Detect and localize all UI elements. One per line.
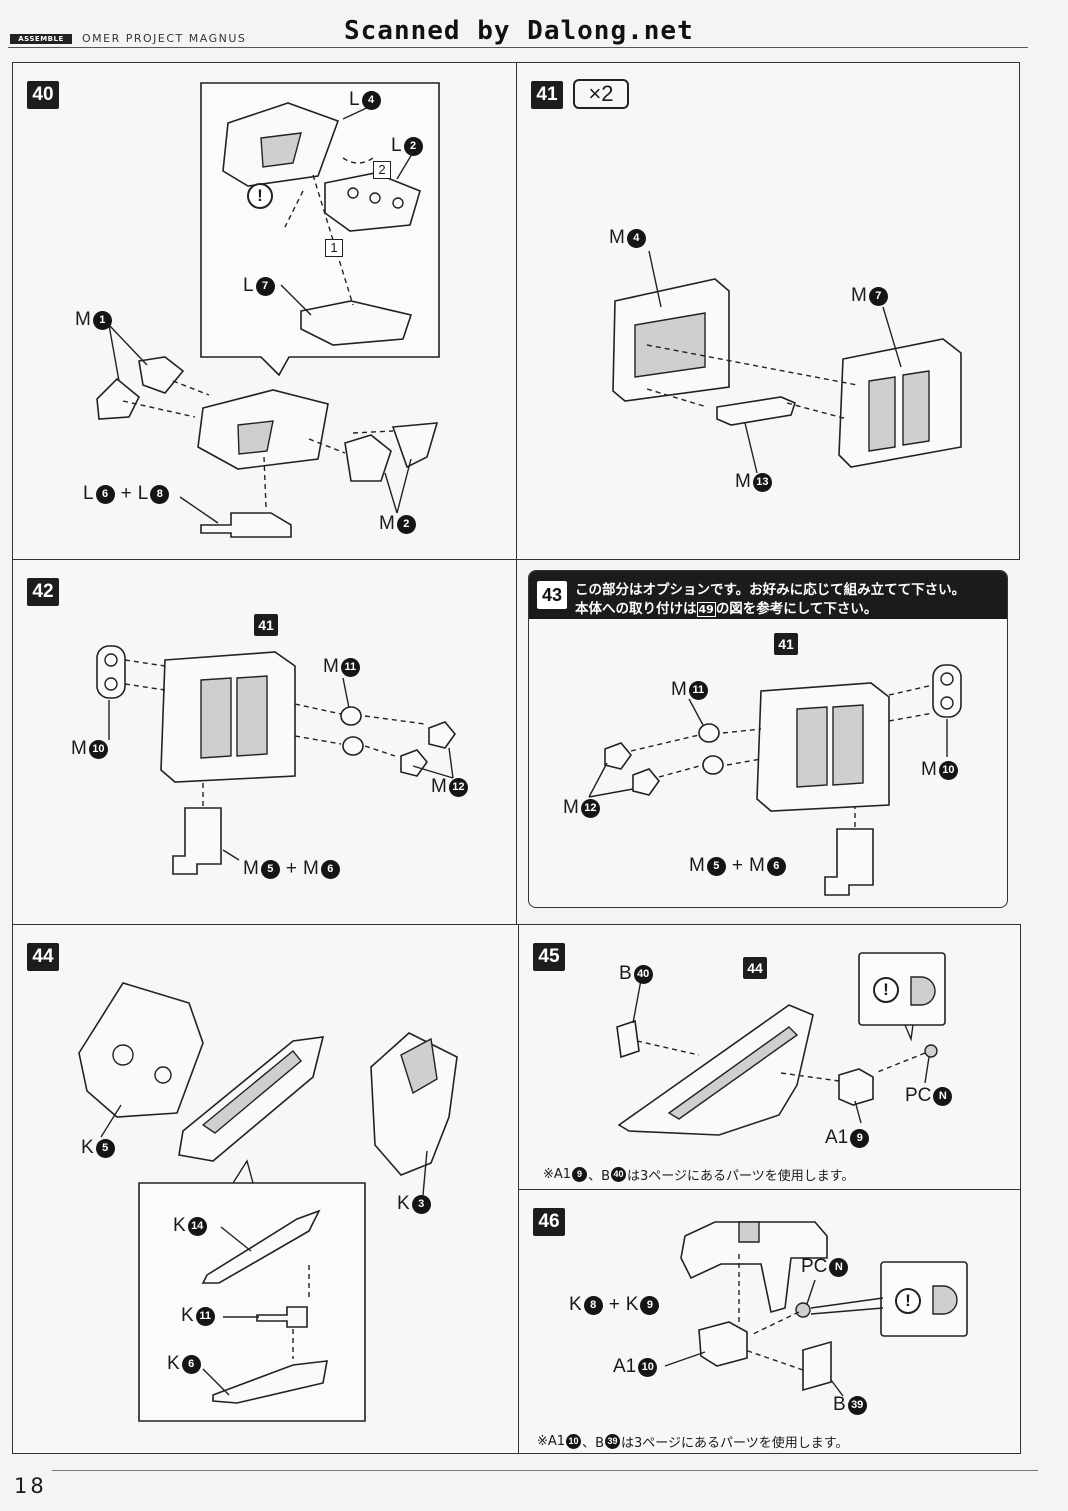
step-43-diagram — [588, 664, 962, 896]
step-40-panel: 40 2 1 ! — [12, 62, 517, 560]
step-43-reference-badge: 41 — [774, 633, 798, 655]
step-49-reference: 49 — [696, 602, 716, 617]
step-44-number: 44 — [27, 943, 59, 971]
option-note-line-1: この部分はオプションです。お好みに応じて組み立てて下さい。 — [575, 582, 966, 598]
step-40-diagram — [96, 82, 440, 538]
step-45-number: 45 — [533, 943, 565, 971]
step-43-option-header: 43 この部分はオプションです。お好みに応じて組み立てて下さい。 本体への取り付… — [529, 571, 1007, 619]
step-45-diagram — [616, 952, 946, 1136]
inset-sequence-2: 2 — [373, 161, 391, 179]
step-41-number: 41 — [531, 81, 563, 109]
step-43-panel: 43 この部分はオプションです。お好みに応じて組み立てて下さい。 本体への取り付… — [528, 570, 1008, 908]
step-44-diagram — [78, 982, 458, 1422]
step-45-reference-badge: 44 — [743, 957, 767, 979]
page-number: 18 — [14, 1474, 47, 1498]
step-43-number: 43 — [537, 581, 567, 609]
step-46-caution-icon: ! — [895, 1288, 921, 1314]
product-title: OMER PROJECT MAGNUS — [82, 32, 247, 45]
step-40-number: 40 — [27, 81, 59, 109]
footer-rule — [52, 1470, 1038, 1471]
section-tag: ASSEMBLE — [10, 34, 72, 44]
step-46-number: 46 — [533, 1208, 565, 1236]
step-42-number: 42 — [27, 578, 59, 606]
inset-caution-icon: ! — [247, 183, 273, 209]
step-45-caution-icon: ! — [873, 977, 899, 1003]
scan-credit: Scanned by Dalong.net — [344, 16, 694, 46]
step-41-diagram — [612, 250, 962, 474]
step-42-reference-badge: 41 — [254, 614, 278, 636]
inset-sequence-1: 1 — [325, 239, 343, 257]
step-42-diagram — [96, 645, 457, 875]
step-46-diagram — [664, 1221, 968, 1397]
header-rule — [8, 47, 1028, 48]
step-41-multiplier: ×2 — [573, 79, 629, 109]
